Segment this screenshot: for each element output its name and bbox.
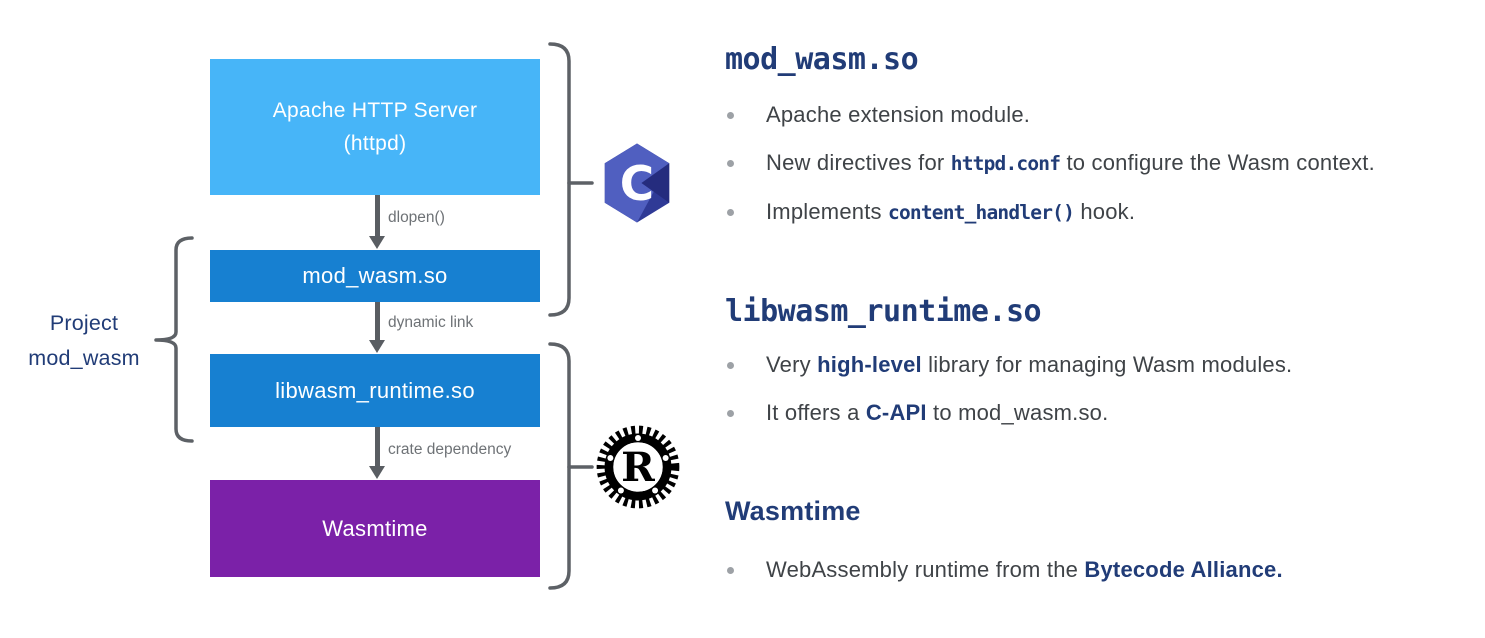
bullet-dot-icon bbox=[727, 567, 734, 574]
emphasis-text: C-API bbox=[865, 400, 927, 425]
bullet-list: Apache extension module. New directives … bbox=[725, 100, 1470, 228]
bullet-dot-icon bbox=[727, 209, 734, 216]
box-label: Wasmtime bbox=[322, 515, 428, 541]
bullet-list: Very high-level library for managing Was… bbox=[725, 350, 1470, 428]
section-libwasm-runtime-so: libwasm_runtime.so Very high-level libra… bbox=[725, 294, 1470, 446]
inline-code: httpd.conf bbox=[950, 152, 1061, 175]
box-label: mod_wasm.so bbox=[302, 263, 448, 288]
arrow-label-dynamic-link: dynamic link bbox=[388, 314, 474, 331]
libwasm-runtime-so-box: libwasm_runtime.so bbox=[210, 354, 540, 427]
arrowhead-icon bbox=[369, 466, 385, 479]
section-mod-wasm-so: mod_wasm.so Apache extension module. New… bbox=[725, 42, 1470, 246]
arrow-crate-dependency bbox=[369, 427, 385, 479]
svg-text:R: R bbox=[621, 443, 655, 491]
c-language-icon: C bbox=[604, 143, 670, 223]
box-label: (httpd) bbox=[343, 132, 407, 155]
section-heading: Wasmtime bbox=[725, 496, 861, 526]
project-group-brace bbox=[154, 236, 194, 443]
list-item: New directives for httpd.conf to configu… bbox=[725, 148, 1470, 179]
box-label: Apache HTTP Server bbox=[272, 99, 478, 122]
list-item: It offers a C-API to mod_wasm.so. bbox=[725, 398, 1470, 428]
wasmtime-box: Wasmtime bbox=[210, 480, 540, 577]
section-wasmtime: Wasmtime WebAssembly runtime from the By… bbox=[725, 494, 1470, 603]
arrow-label-dlopen: dlopen() bbox=[388, 209, 445, 226]
bullet-dot-icon bbox=[727, 112, 734, 119]
svg-text:C: C bbox=[620, 158, 654, 212]
emphasis-text: high-level bbox=[817, 352, 922, 377]
rust-group-bracket bbox=[548, 342, 594, 590]
arrow-label-crate-dependency: crate dependency bbox=[388, 441, 512, 458]
project-mod-wasm-label: Project mod_wasm bbox=[28, 311, 140, 370]
arrow-dlopen bbox=[369, 195, 385, 249]
arrow-dynamic-link bbox=[369, 302, 385, 353]
bullet-dot-icon bbox=[727, 160, 734, 167]
bullet-dot-icon bbox=[727, 362, 734, 369]
list-item: Implements content_handler() hook. bbox=[725, 197, 1470, 228]
c-group-bracket bbox=[548, 42, 594, 317]
bullet-dot-icon bbox=[727, 410, 734, 417]
arrowhead-icon bbox=[369, 340, 385, 353]
list-item: Apache extension module. bbox=[725, 100, 1470, 130]
rust-icon: R bbox=[596, 425, 680, 509]
arrowhead-icon bbox=[369, 236, 385, 249]
apache-http-server-box: Apache HTTP Server (httpd) bbox=[210, 59, 540, 195]
bullet-list: WebAssembly runtime from the Bytecode Al… bbox=[725, 555, 1470, 585]
inline-code: content_handler() bbox=[888, 201, 1075, 224]
box-label: libwasm_runtime.so bbox=[275, 377, 475, 403]
list-item: WebAssembly runtime from the Bytecode Al… bbox=[725, 555, 1470, 585]
list-item: Very high-level library for managing Was… bbox=[725, 350, 1470, 380]
mod-wasm-so-box: mod_wasm.so bbox=[210, 250, 540, 302]
section-heading: mod_wasm.so bbox=[725, 42, 919, 77]
section-heading: libwasm_runtime.so bbox=[725, 294, 1042, 329]
emphasis-text: Bytecode Alliance. bbox=[1084, 557, 1283, 582]
